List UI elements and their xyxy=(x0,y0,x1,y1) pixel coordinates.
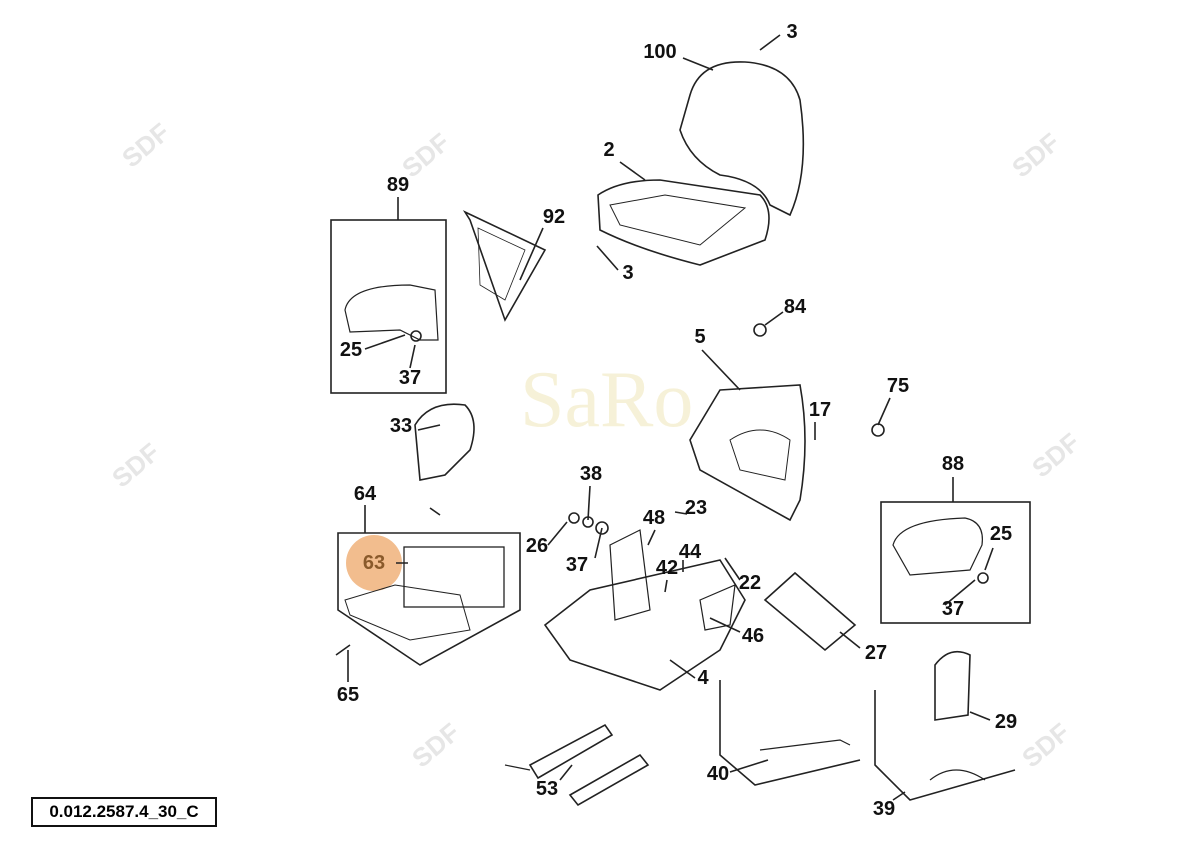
callout-23[interactable]: 23 xyxy=(684,497,708,519)
callout-26[interactable]: 26 xyxy=(525,535,549,557)
callout-5[interactable]: 5 xyxy=(694,326,706,348)
callout-22[interactable]: 22 xyxy=(738,572,762,594)
backrest-part xyxy=(679,61,805,217)
center-watermark: SaRo xyxy=(520,356,694,444)
callout-63-highlighted[interactable]: 63 xyxy=(362,552,386,574)
callout-65[interactable]: 65 xyxy=(336,684,360,706)
callout-84[interactable]: 84 xyxy=(783,296,807,318)
callout-48[interactable]: 48 xyxy=(642,507,666,529)
callout-39[interactable]: 39 xyxy=(872,798,896,820)
callout-3[interactable]: 3 xyxy=(622,262,634,284)
callout-75[interactable]: 75 xyxy=(886,375,910,397)
callout-33[interactable]: 33 xyxy=(389,415,413,437)
callout-44[interactable]: 44 xyxy=(678,541,702,563)
callout-53[interactable]: 53 xyxy=(535,778,559,800)
callout-37[interactable]: 37 xyxy=(565,554,589,576)
callout-37[interactable]: 37 xyxy=(398,367,422,389)
callout-27[interactable]: 27 xyxy=(864,642,888,664)
callout-89[interactable]: 89 xyxy=(386,174,410,196)
callout-37[interactable]: 37 xyxy=(941,598,965,620)
callout-88[interactable]: 88 xyxy=(941,453,965,475)
callout-4[interactable]: 4 xyxy=(697,667,709,689)
callout-40[interactable]: 40 xyxy=(706,763,730,785)
callout-100[interactable]: 100 xyxy=(643,41,677,63)
callout-3[interactable]: 3 xyxy=(786,21,798,43)
callout-92[interactable]: 92 xyxy=(542,206,566,228)
callout-2[interactable]: 2 xyxy=(603,139,615,161)
callout-38[interactable]: 38 xyxy=(579,463,603,485)
callout-64[interactable]: 64 xyxy=(353,483,377,505)
highlight-marker xyxy=(346,535,402,591)
callout-17[interactable]: 17 xyxy=(808,399,832,421)
diagram-code-label: 0.012.2587.4_30_C xyxy=(31,797,217,827)
callout-29[interactable]: 29 xyxy=(994,711,1018,733)
cushion-part xyxy=(597,179,770,266)
callout-42[interactable]: 42 xyxy=(655,557,679,579)
callout-46[interactable]: 46 xyxy=(741,625,765,647)
callout-25[interactable]: 25 xyxy=(989,523,1013,545)
callout-25[interactable]: 25 xyxy=(339,339,363,361)
